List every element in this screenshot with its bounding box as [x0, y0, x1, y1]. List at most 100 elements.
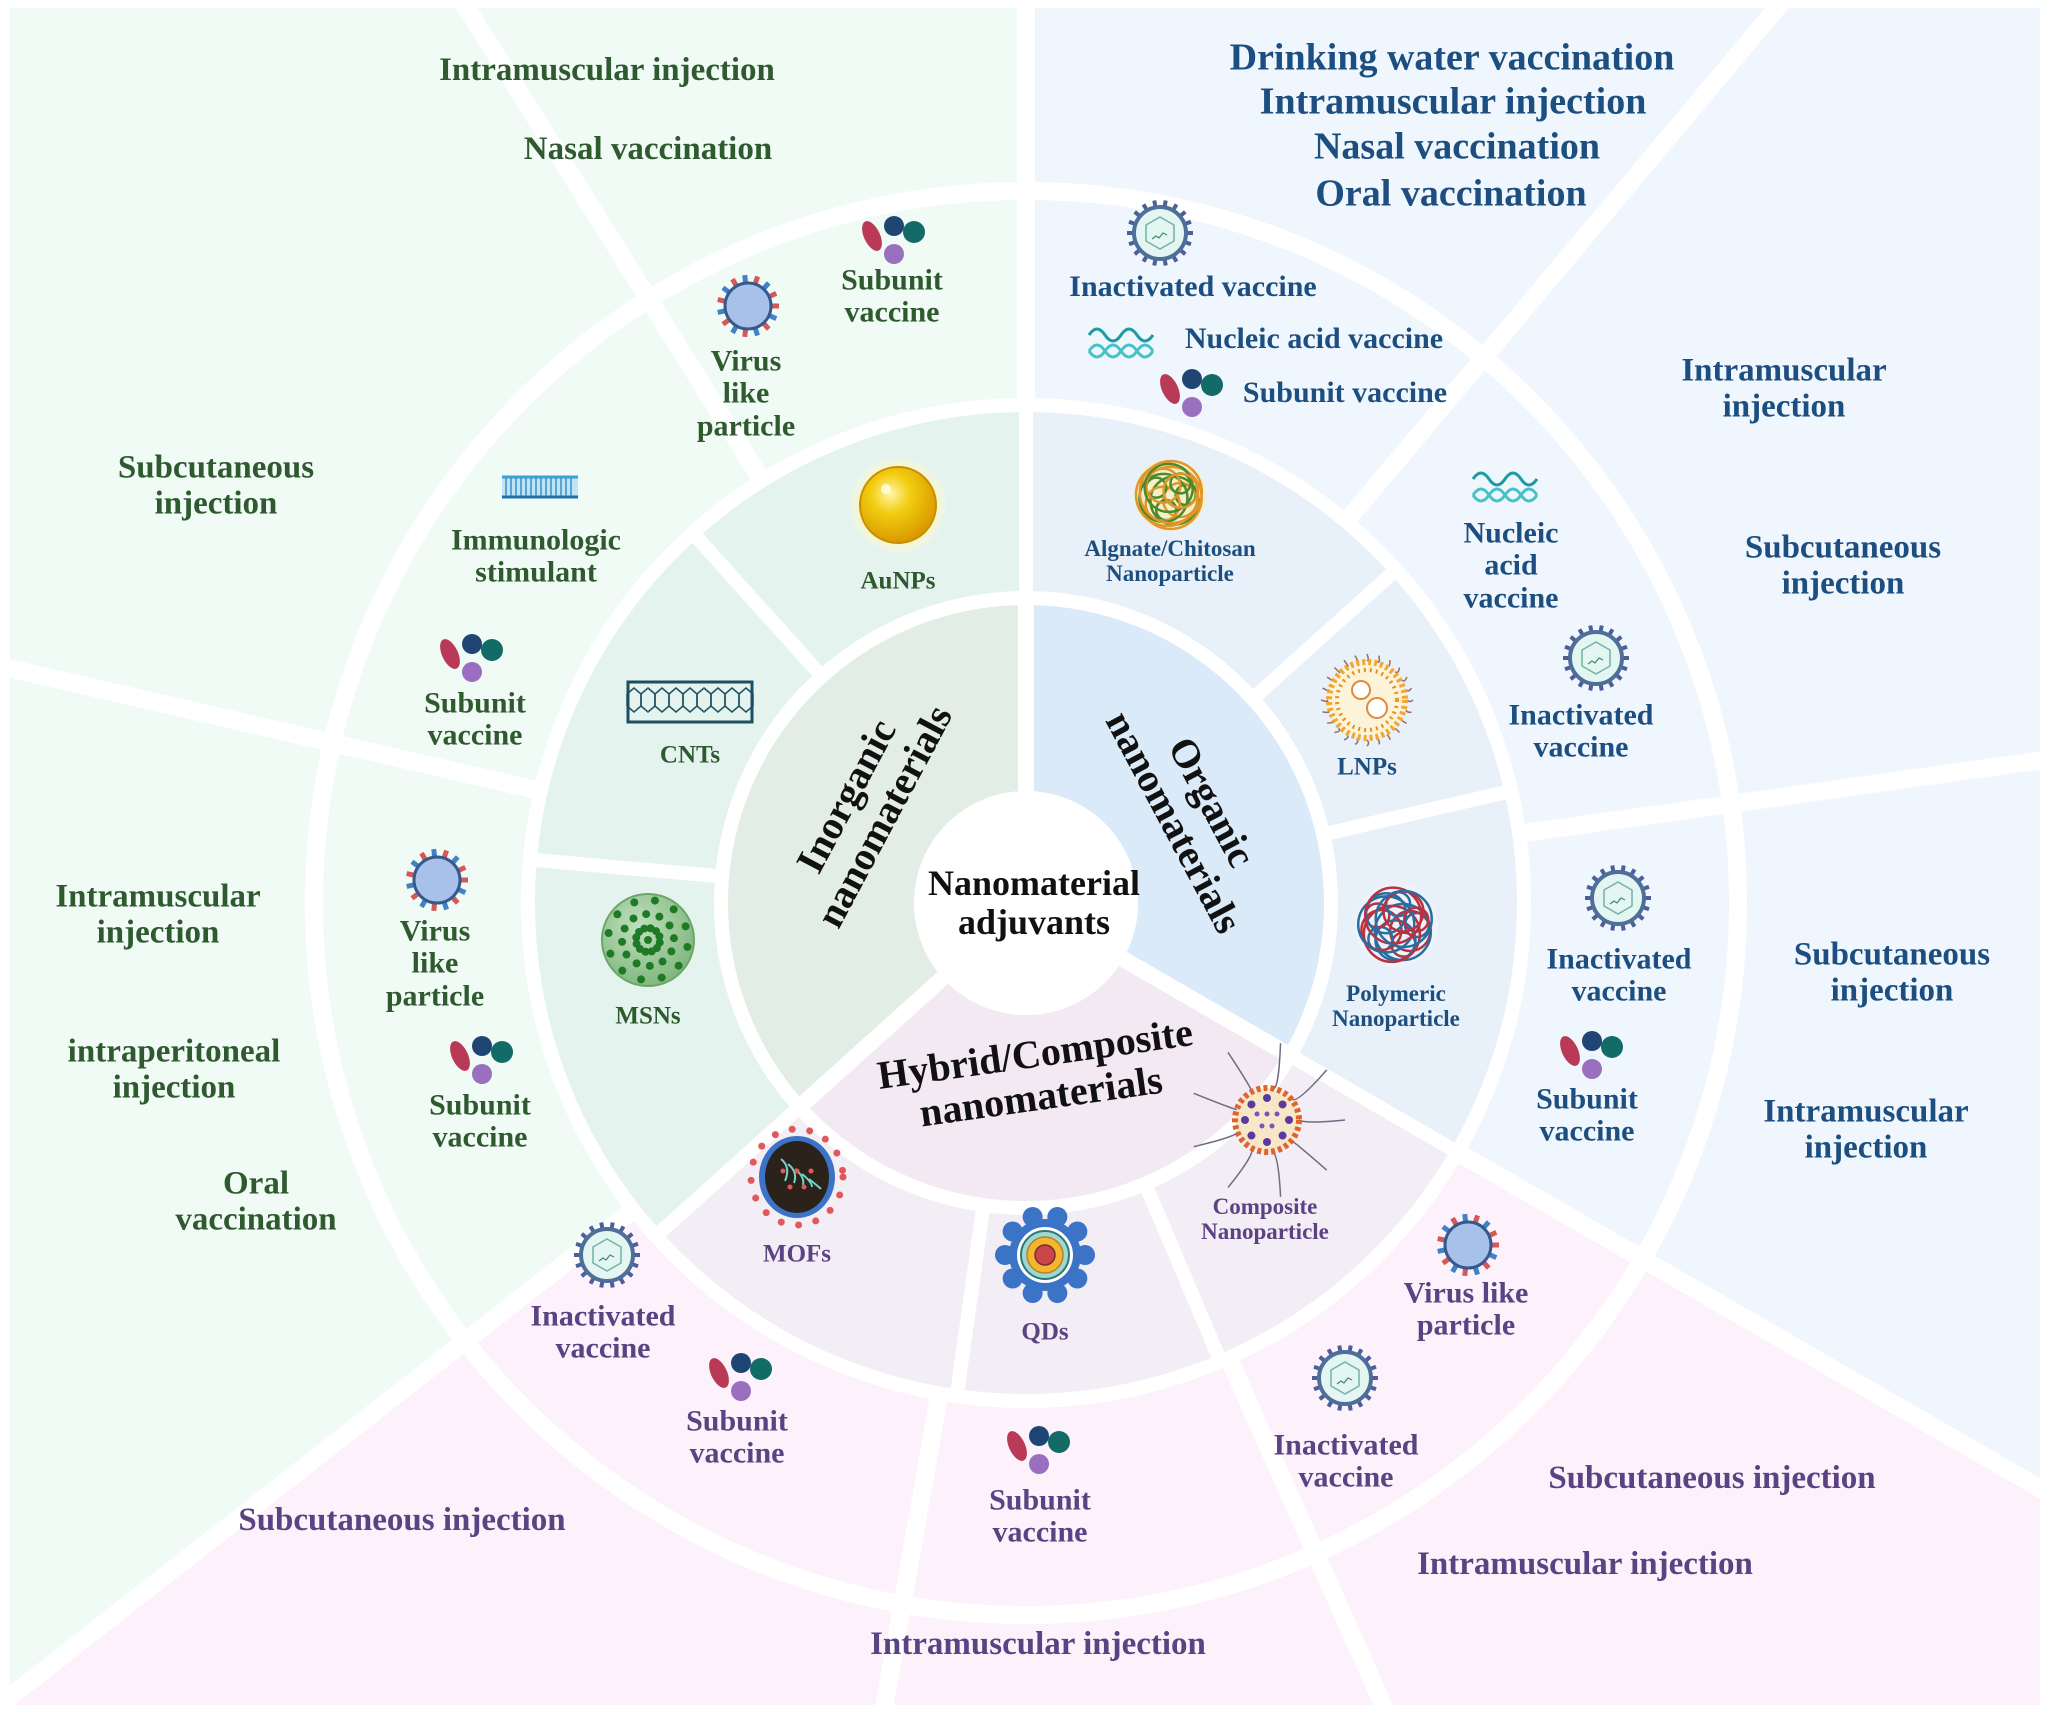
porous-sphere-icon [601, 893, 695, 987]
nanotube-icon [626, 680, 754, 724]
center-title: Nanomaterial adjuvants [928, 864, 1140, 942]
protein-subunit-icon [862, 216, 925, 264]
composite-particle-icon [1193, 1043, 1346, 1197]
route-divider [0, 656, 543, 800]
text-line: injection [154, 485, 278, 521]
vaccine-subunit: Subunit vaccine [989, 1483, 1091, 1550]
text-line: Polymeric [1346, 981, 1446, 1007]
text-line: acid [1484, 548, 1538, 582]
sector-hybrid-category [799, 959, 1291, 1208]
sector-hybrid-nanomaterial-0 [1145, 1055, 1458, 1362]
sector-hybrid-route-2 [10, 1341, 903, 1705]
inactivated-virus-icon [574, 1222, 640, 1288]
vaccine-inactivated: Inactivated vaccine [1069, 269, 1317, 303]
sector-organic-route-1 [1483, 8, 2040, 804]
center-title-line2: adjuvants [957, 902, 1111, 942]
nanomaterial-divider [651, 1101, 805, 1242]
vaccine-inactivated: Inactivated vaccine [1508, 698, 1654, 765]
text-line: vaccine [555, 1332, 651, 1365]
sector-inorganic-route-0 [10, 668, 465, 1697]
nanomaterial-divider [1138, 1181, 1228, 1365]
nucleic-acid-icon [1471, 471, 1539, 503]
lipid-nanoparticle-icon [1320, 653, 1414, 747]
vaccine-subunit: Subunit vaccine [1242, 375, 1448, 409]
sector-organic-nanomaterial-0 [1026, 405, 1397, 699]
route-subcutaneous: Subcutaneous injection [1548, 1460, 1876, 1497]
text-line: Subunit [686, 1404, 788, 1438]
sector-hybrid-nanomaterial-2 [655, 1107, 984, 1397]
nanomaterial-composite: Composite Nanoparticle [1201, 1194, 1329, 1245]
route-nasal: Nasal vaccination [523, 131, 773, 168]
route-intramuscular: Intramuscular injection [1417, 1546, 1753, 1583]
text-line: Subunit [1536, 1082, 1638, 1116]
vaccine-nucleic-acid: Nucleic acid vaccine [1463, 516, 1559, 615]
text-line: Nucleic [1463, 516, 1559, 550]
text-line: Virus [710, 344, 782, 378]
text-line: injection [112, 1069, 236, 1105]
text-line: Intramuscular [1681, 352, 1887, 389]
route-oral: Oral vaccination [1315, 172, 1587, 215]
nanomaterial-alginate-chitosan: Algnate/Chitosan Nanoparticle [1084, 536, 1255, 587]
nanomaterial-divider [1247, 564, 1401, 705]
vaccine-subunit: Subunit vaccine [841, 264, 943, 330]
route-subcutaneous: Subcutaneous injection [1745, 530, 1941, 601]
text-line: vaccine [1298, 1461, 1394, 1494]
route-divider [0, 1202, 640, 1717]
sector-inorganic-category [721, 598, 1026, 1108]
text-line: injection [1830, 972, 1954, 1008]
vaccine-virus-like-particle: Virus like particle [697, 344, 795, 443]
text-line: vaccine [1533, 731, 1629, 764]
sector-hybrid-vaccine-2 [464, 1209, 940, 1605]
route-intramuscular: Intramuscular injection [870, 1626, 1206, 1663]
virus-like-particle-icon [1437, 1213, 1499, 1277]
text-line: Subcutaneous [1793, 936, 1991, 973]
text-line: vaccine [1571, 975, 1667, 1008]
protein-subunit-icon [1160, 369, 1223, 417]
vaccine-inactivated: Inactivated vaccine [531, 1300, 676, 1366]
route-intramuscular: Intramuscular injection [55, 879, 260, 950]
nanomaterial-divider [529, 852, 723, 884]
category-divider [793, 971, 949, 1114]
protein-subunit-icon [1560, 1031, 1623, 1079]
vaccine-nucleic-acid: Nucleic acid vaccine [1184, 321, 1444, 355]
sector-hybrid-vaccine-0 [1228, 1152, 1643, 1554]
vaccine-immunologic-stimulant: Immunologic stimulant [451, 524, 621, 590]
nanomaterial-lnps: LNPs [1337, 753, 1397, 781]
text-line: Subunit [989, 1483, 1091, 1517]
nanomaterial-divider [949, 1204, 991, 1398]
sector-organic-vaccine-0 [1026, 191, 1484, 522]
route-drinking-water: Drinking water vaccination [1229, 36, 1675, 79]
nanomaterial-divider [687, 528, 828, 682]
text-line: vaccine [844, 296, 940, 329]
gold-sphere-icon [850, 457, 946, 553]
route-subcutaneous: Subcutaneous injection [118, 450, 314, 521]
text-line: Inactivated [1273, 1428, 1419, 1462]
inactivated-virus-icon [1312, 1345, 1378, 1411]
route-intraperitoneal: intraperitoneal injection [68, 1034, 281, 1105]
nanomaterial-qds: QDs [1021, 1318, 1069, 1346]
tangled-fiber-sphere-icon [1134, 459, 1206, 531]
center-title-line1: Nanomaterial [928, 863, 1140, 904]
inactivated-virus-icon [1585, 865, 1651, 931]
nanomaterial-polymeric: Polymeric Nanoparticle [1332, 981, 1460, 1032]
text-line: Inactivated [1508, 698, 1654, 732]
virus-like-particle-icon [717, 274, 779, 338]
route-divider [1452, 1144, 2048, 1504]
route-subcutaneous: Subcutaneous injection [238, 1502, 566, 1539]
route-subcutaneous: Subcutaneous injection [1794, 937, 1990, 1008]
text-line: Virus like [1403, 1276, 1529, 1310]
sector-hybrid-route-1 [884, 1553, 1384, 1705]
sector-inorganic-route-1 [10, 8, 649, 743]
protein-subunit-icon [709, 1353, 772, 1401]
text-line: intraperitoneal [67, 1033, 281, 1070]
sector-organic-nanomaterial-2 [1290, 790, 1524, 1152]
text-line: injection [96, 914, 220, 950]
text-line: like [722, 376, 770, 410]
nanomaterial-divider [1286, 1049, 1461, 1159]
route-intramuscular: Intramuscular injection [1259, 80, 1647, 123]
sector-organic-vaccine-1 [1346, 357, 1732, 834]
protein-subunit-icon [1007, 1426, 1070, 1474]
protein-subunit-icon [450, 1036, 513, 1084]
